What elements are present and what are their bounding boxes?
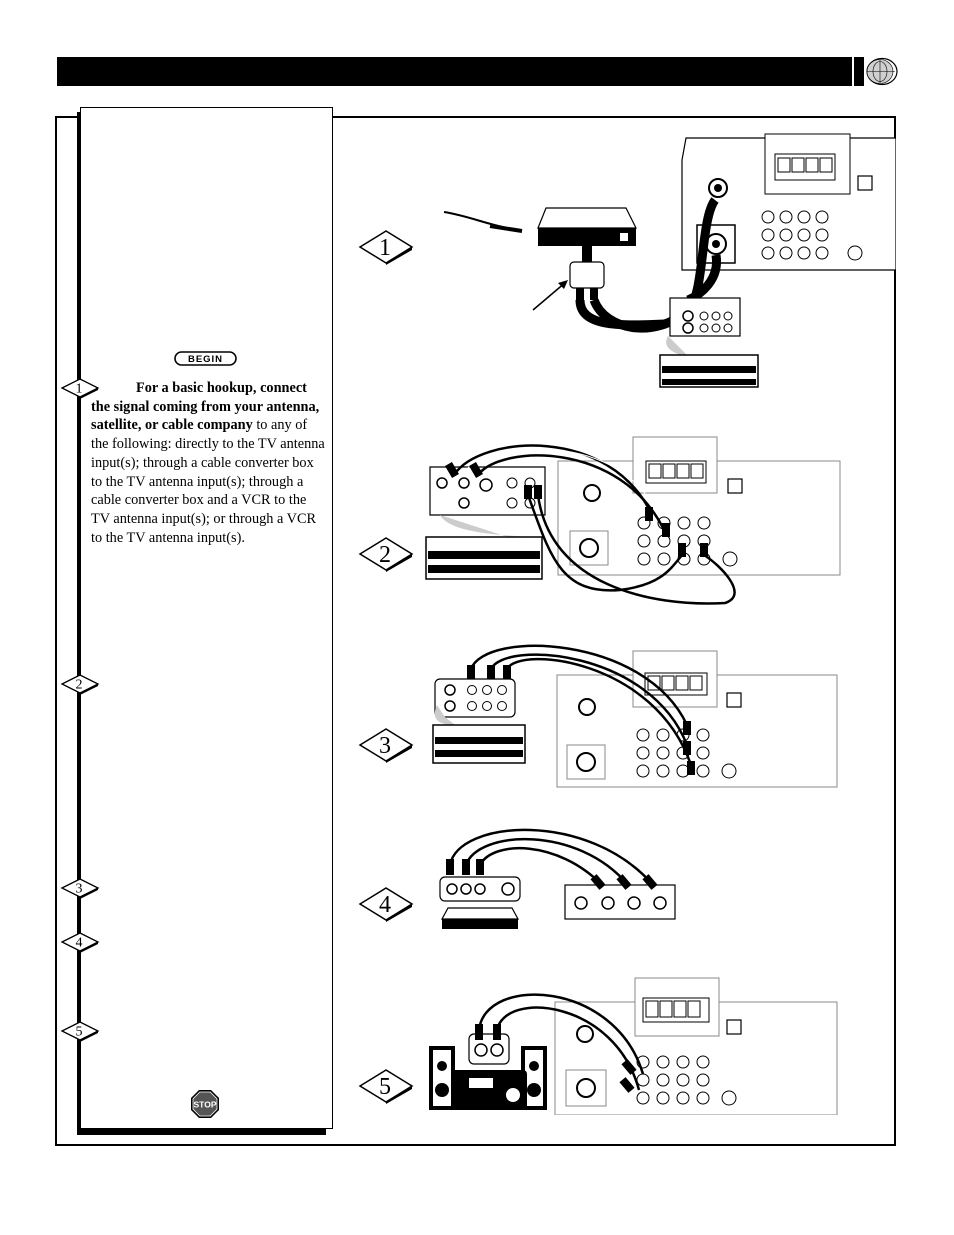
tv-input-panel-4 bbox=[564, 884, 676, 920]
header-bar bbox=[57, 57, 852, 86]
vcr-2 bbox=[425, 466, 546, 580]
diagram-5-audio-system-hookup bbox=[429, 977, 838, 1115]
diagram-1-antenna-hookup bbox=[443, 133, 896, 388]
svg-text:5: 5 bbox=[379, 1074, 391, 1100]
cable-box bbox=[537, 207, 637, 246]
step-marker-3: 3 bbox=[60, 878, 100, 899]
vcr-1 bbox=[659, 297, 759, 388]
diagram-badge-3: 3 bbox=[358, 728, 414, 763]
svg-text:4: 4 bbox=[76, 936, 83, 951]
svg-text:3: 3 bbox=[76, 882, 83, 897]
step-1-body-text: to any of the following: directly to the… bbox=[91, 417, 325, 546]
stop-sign-icon: STOP bbox=[191, 1090, 219, 1118]
svg-text:5: 5 bbox=[76, 1025, 83, 1040]
step-marker-4: 4 bbox=[60, 932, 100, 953]
content-frame bbox=[55, 116, 896, 1146]
instruction-panel bbox=[80, 107, 333, 1129]
splitter bbox=[569, 246, 605, 300]
diagram-badge-5: 5 bbox=[358, 1069, 414, 1104]
tv-rear-panel-3 bbox=[556, 650, 838, 788]
diagram-4-av-cable-hookup bbox=[439, 828, 676, 929]
stereo-system bbox=[429, 1033, 547, 1110]
svg-text:3: 3 bbox=[379, 733, 391, 759]
diagram-badge-2: 2 bbox=[358, 537, 414, 572]
step-marker-5: 5 bbox=[60, 1021, 100, 1042]
source-device-4 bbox=[439, 876, 521, 929]
diagram-2-vcr-av-hookup bbox=[425, 436, 841, 605]
step-1-bold-text: For a basic hookup, connect the signal c… bbox=[91, 380, 320, 434]
step-marker-1: 1 bbox=[60, 378, 100, 399]
svg-text:4: 4 bbox=[379, 892, 391, 918]
svg-text:2: 2 bbox=[379, 542, 391, 568]
diagram-badge-4: 4 bbox=[358, 887, 414, 922]
tv-rear-panel-5 bbox=[554, 977, 838, 1115]
begin-badge: BEGIN bbox=[174, 351, 237, 366]
diagram-badge-1: 1 bbox=[358, 230, 414, 265]
step-1-instruction: For a basic hookup, connect the signal c… bbox=[91, 379, 327, 547]
step-marker-2: 2 bbox=[60, 674, 100, 695]
svg-text:2: 2 bbox=[76, 678, 83, 693]
svg-text:1: 1 bbox=[76, 382, 83, 397]
svg-text:STOP: STOP bbox=[194, 1100, 217, 1110]
svg-text:BEGIN: BEGIN bbox=[188, 354, 223, 365]
tv-rear-panel-2 bbox=[557, 436, 841, 576]
vcr-3 bbox=[432, 678, 526, 764]
diagram-3-vcr-hookup bbox=[432, 644, 838, 788]
disc-icon bbox=[854, 57, 898, 86]
svg-text:1: 1 bbox=[379, 235, 391, 261]
